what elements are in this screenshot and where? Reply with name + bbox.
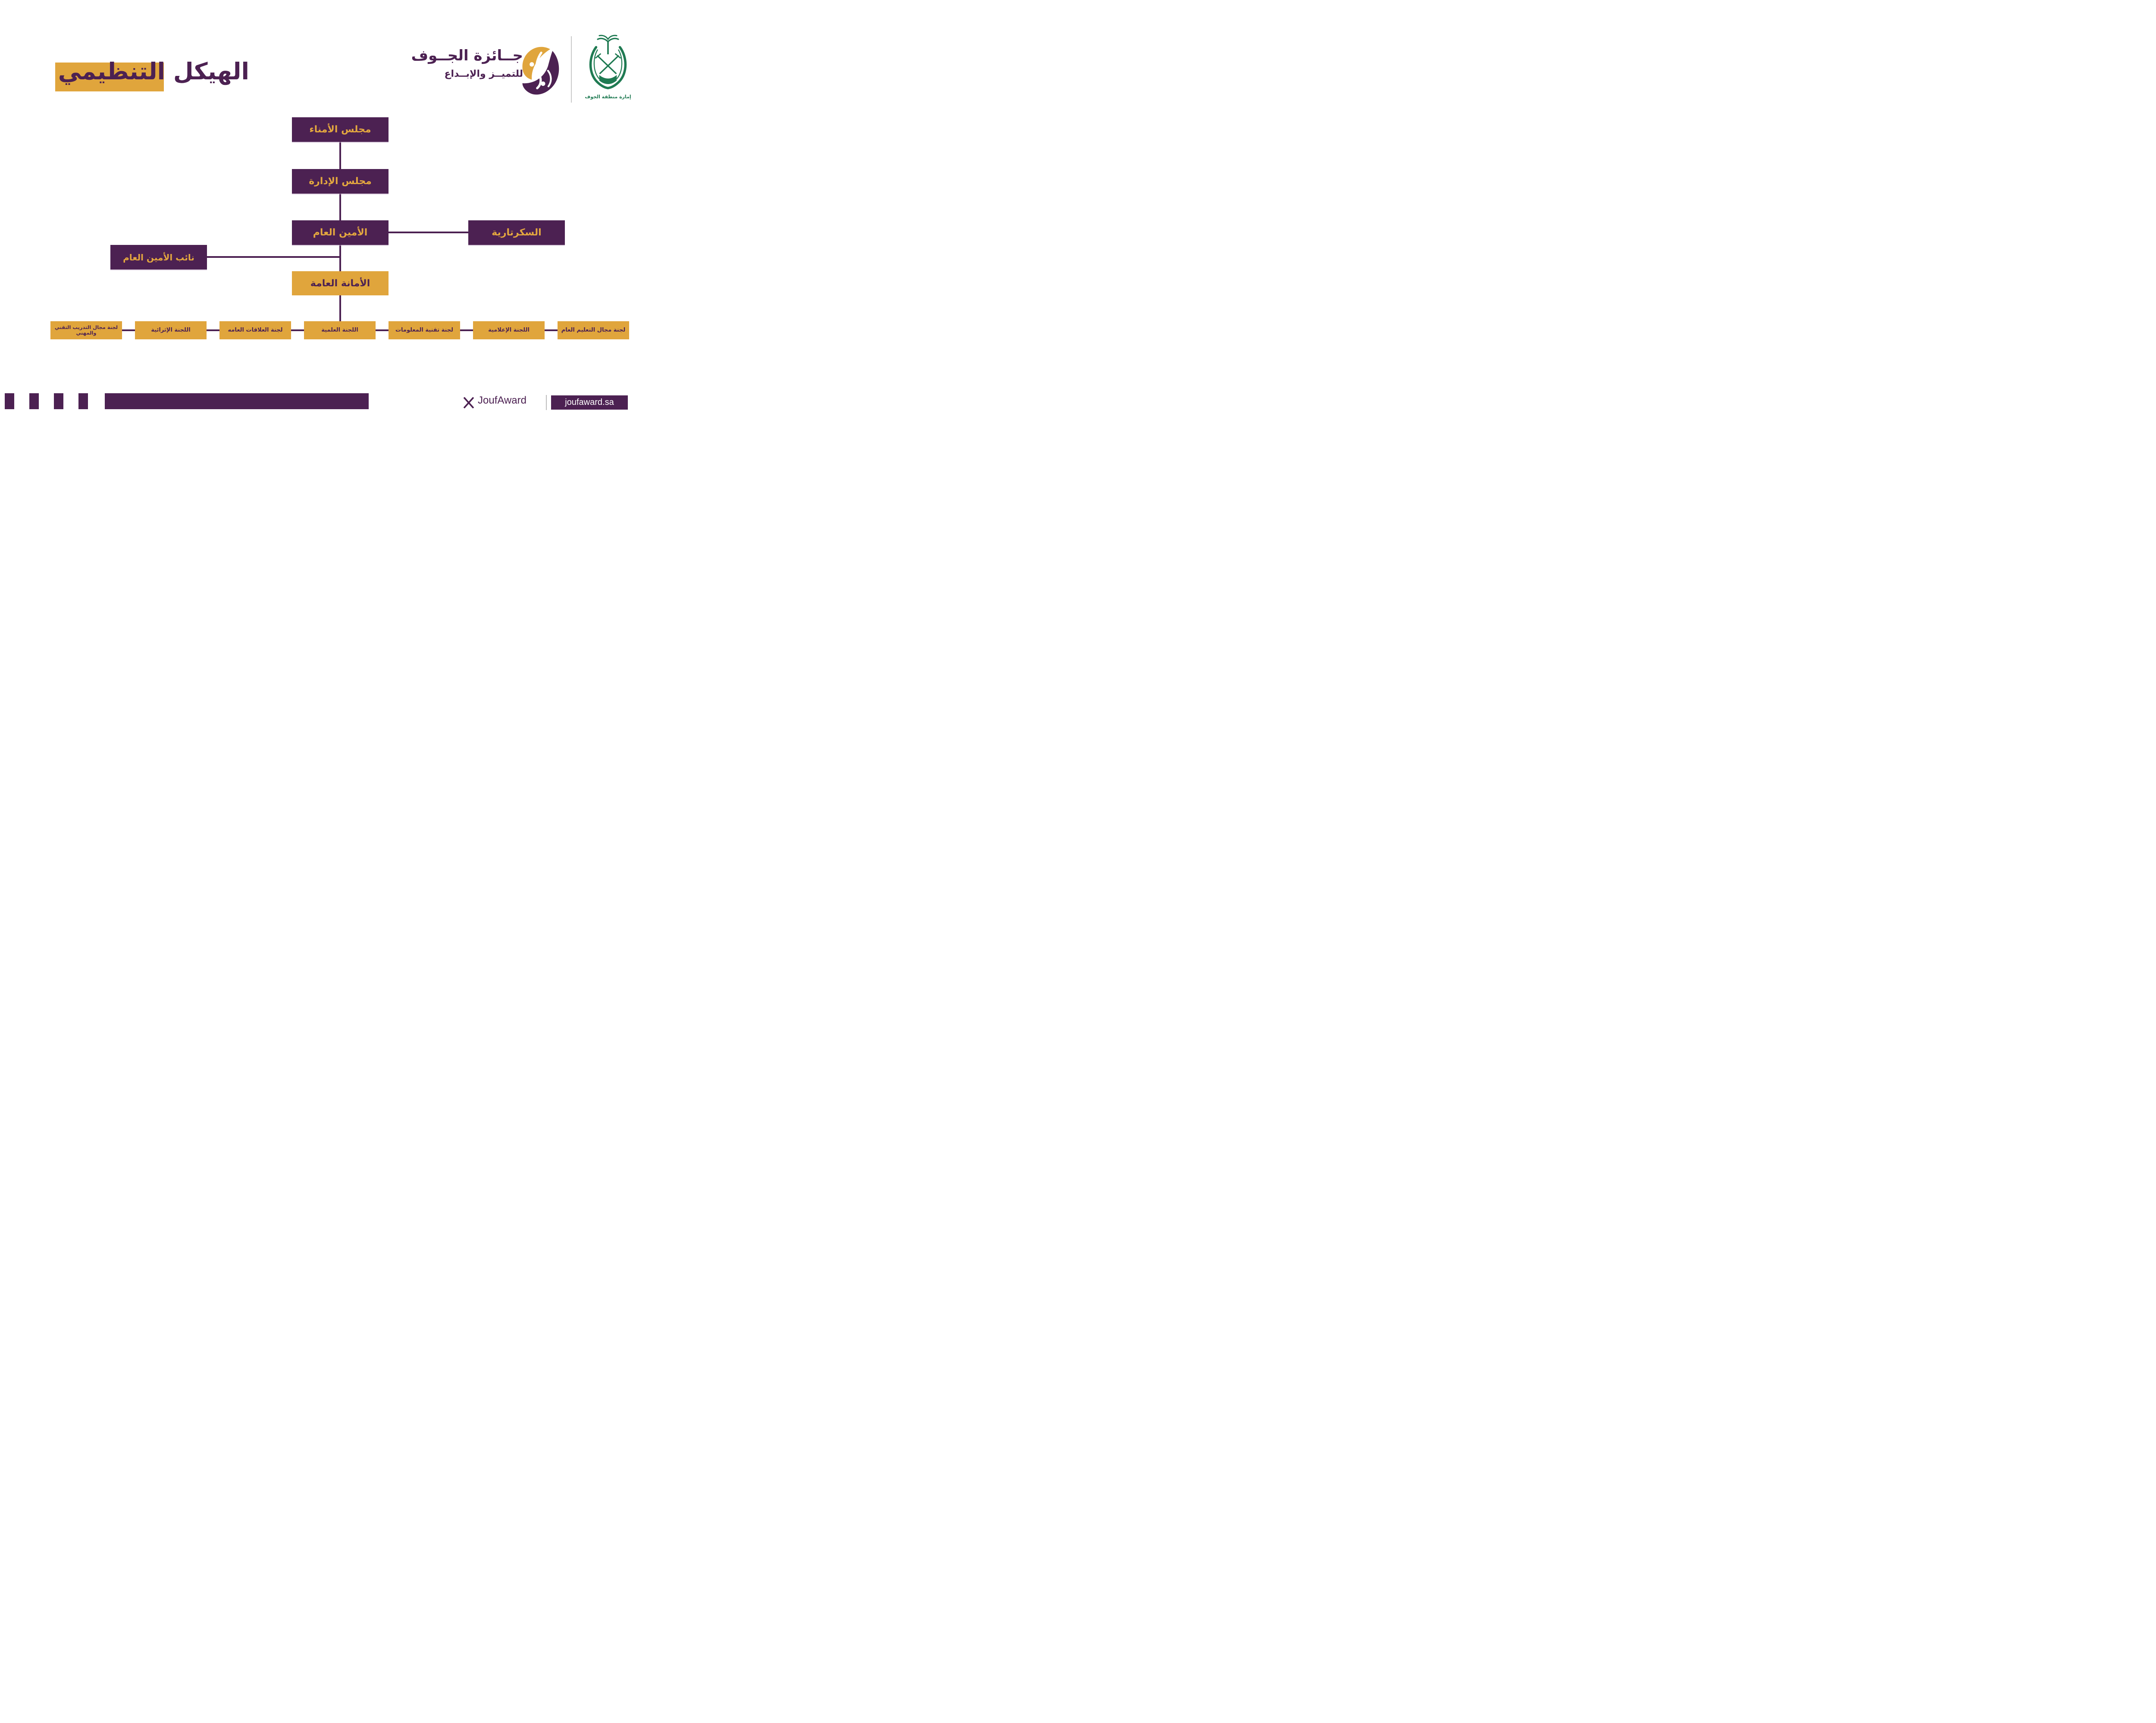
committee-media: اللجنة الإعلامية (473, 321, 545, 339)
footer-deco-bar (105, 393, 369, 409)
committee-scientific: اللجنة العلمية (304, 321, 376, 339)
connector-committees-6 (122, 329, 135, 331)
org-node-secretary-general: الأمين العام (292, 220, 389, 245)
committee-public-relations: لجنة العلاقات العامه (219, 321, 291, 339)
connector-committees-3 (376, 329, 389, 331)
committee-technical-vocational-training: لجنة مجال التدريب التقني والمهني (50, 321, 122, 339)
connector-gensec-committees (339, 295, 341, 321)
connector-committees-4 (291, 329, 304, 331)
connector-committees-2 (460, 329, 473, 331)
title-highlight-rect (55, 63, 164, 91)
x-handle: JoufAward (478, 395, 526, 406)
footer-deco-square (29, 393, 39, 409)
footer-deco-square (54, 393, 63, 409)
award-calligraphy-mark-icon (522, 47, 559, 95)
org-node-general-secretariat: الأمانة العامة (292, 271, 389, 295)
logo-divider (571, 36, 572, 103)
page-title: الهيكل التنظيمي (58, 58, 249, 85)
org-node-board-of-trustees: مجلس الأمناء (292, 117, 389, 142)
website-badge: joufaward.sa (551, 395, 628, 410)
org-node-board-of-directors: مجلس الإدارة (292, 169, 389, 194)
connector-sg-gensec (339, 245, 341, 271)
x-social-icon (463, 397, 474, 408)
org-node-secretariat: السكرتارية (468, 220, 565, 245)
footer-deco-square (5, 393, 14, 409)
connector-sg-secretariat (389, 232, 468, 233)
committee-general-education: لجنة مجال التعليم العام (558, 321, 629, 339)
connector-trustees-directors (339, 142, 341, 169)
committee-enrichment: اللجنة الإثرائية (135, 321, 207, 339)
footer-divider (546, 395, 547, 410)
emirate-emblem-icon (589, 34, 627, 89)
connector-deputy (207, 256, 340, 258)
footer-deco-square (78, 393, 88, 409)
award-logo-text: جــائزة الجــوف للتميــز والإبــداع (411, 47, 523, 80)
award-name-line2: للتميــز والإبــداع (444, 68, 523, 79)
org-node-deputy-secretary-general: نائب الأمين العام (110, 245, 207, 269)
connector-committees-1 (545, 329, 558, 331)
connector-directors-sg (339, 194, 341, 220)
connector-committees-5 (207, 329, 219, 331)
award-name-line1: جــائزة الجــوف (411, 47, 523, 64)
org-chart-poster: الهيكل التنظيمي جــائزة الجــوف للتميــز… (0, 0, 666, 443)
emirate-caption: إمارة منطقة الجوف (585, 94, 631, 100)
committee-information-technology: لجنة تقنية المعلومات (389, 321, 460, 339)
